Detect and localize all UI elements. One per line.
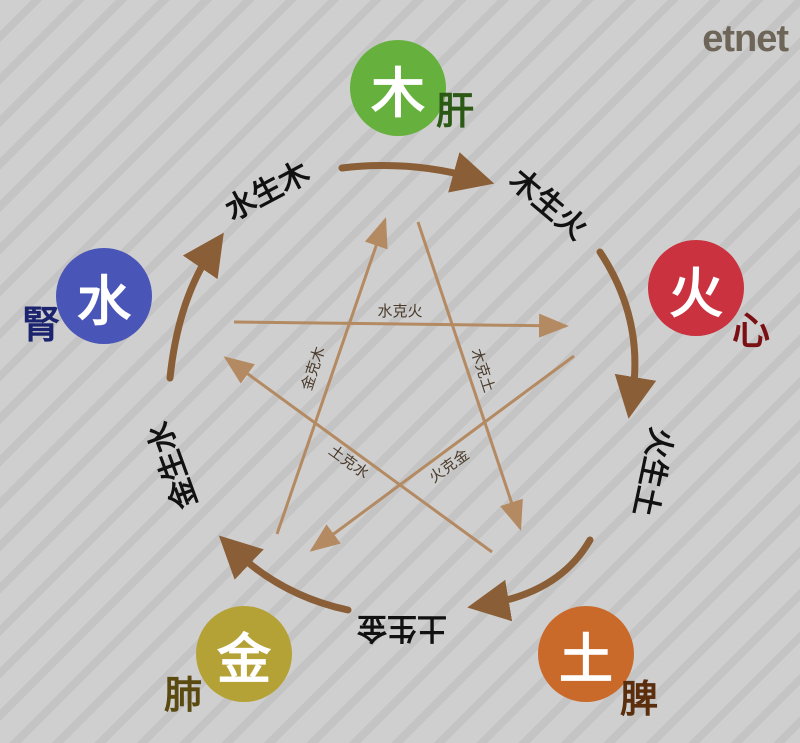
etnet-logo: etnet (702, 18, 789, 60)
label-fire-controls-metal: 火克金 (426, 445, 473, 486)
organ-liver: 肝 (436, 89, 475, 133)
line-water-controls-fire (233, 313, 569, 338)
organ-spleen: 脾 (620, 677, 659, 721)
earth-label: 土 (559, 627, 613, 691)
label-wood-generates-fire: 木生火 (502, 162, 594, 247)
line-wood-controls-earth (416, 221, 523, 531)
label-metal-controls-wood: 金克木 (298, 344, 329, 392)
metal-label: 金 (217, 627, 271, 691)
line-fire-controls-metal (309, 354, 575, 552)
fire-circle: 火 (648, 240, 744, 336)
label-water-generates-wood: 水生木 (220, 155, 316, 228)
arrow-water-to-wood (338, 152, 495, 193)
line-earth-controls-water (223, 356, 493, 554)
water-label: 水 (77, 269, 131, 333)
label-fire-generates-earth: 火生土 (626, 424, 679, 519)
organ-lung: 肺 (164, 673, 203, 717)
organ-kidney: 腎 (22, 303, 61, 347)
arrow-earth-to-metal (218, 535, 352, 614)
label-metal-generates-water: 金生水 (141, 416, 205, 514)
generating-cycle (166, 152, 657, 622)
metal-circle: 金 (196, 606, 292, 702)
label-earth-generates-metal: 土生金 (356, 610, 447, 645)
arrow-metal-to-water (166, 232, 224, 382)
arrow-fire-to-earth (467, 536, 594, 622)
arrow-wood-to-fire (596, 248, 657, 419)
wood-label: 木 (371, 61, 425, 125)
fire-label: 火 (669, 261, 723, 325)
water-circle: 水 (56, 248, 152, 344)
organ-heart: 心 (732, 309, 771, 353)
label-water-controls-fire: 水克火 (377, 302, 422, 320)
controlling-star (223, 217, 575, 554)
line-metal-controls-wood (275, 217, 388, 535)
earth-circle: 土 (538, 606, 634, 702)
wood-circle: 木 (350, 40, 446, 136)
